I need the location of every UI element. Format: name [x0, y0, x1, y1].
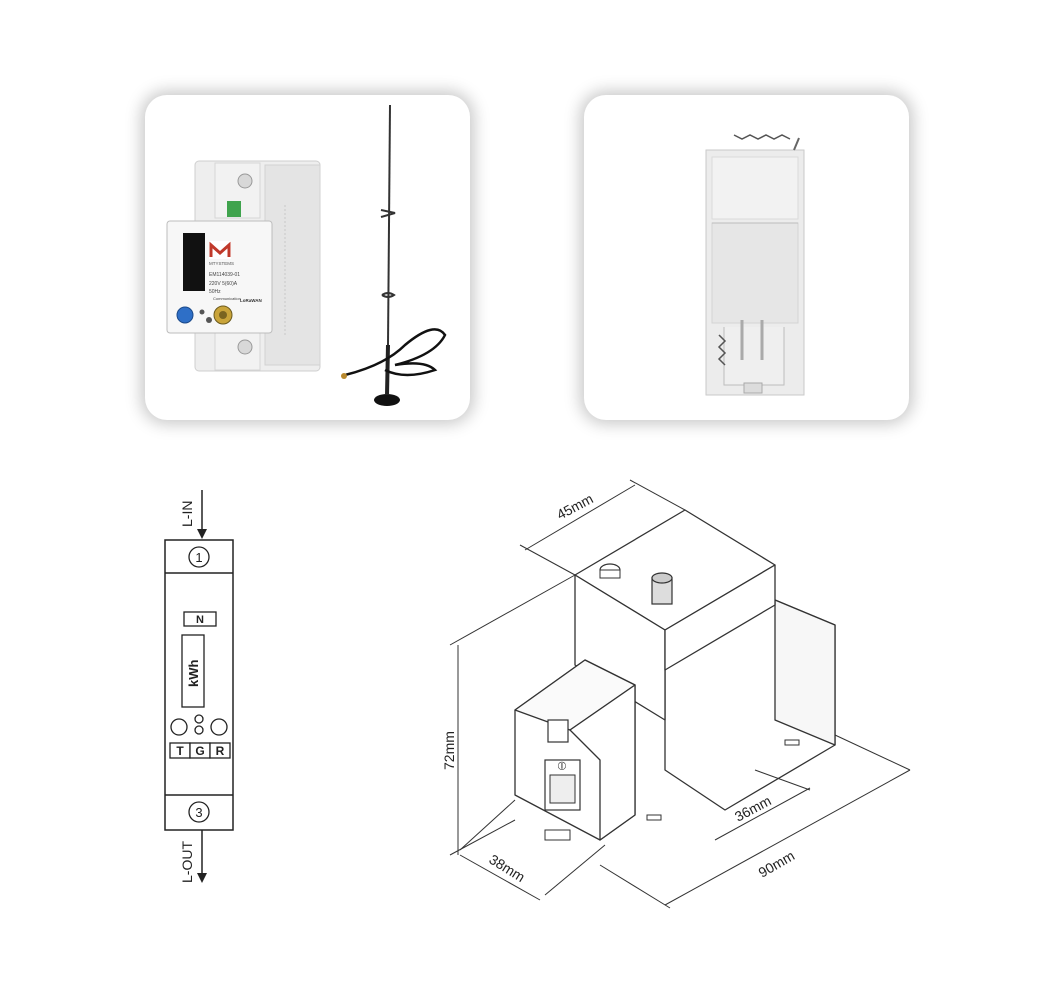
led-top-icon: [194, 714, 204, 724]
dimension-drawing: ⦶ 45mm 72mm 38mm 90mm 36mm: [441, 479, 911, 909]
l-out-label: L-OUT: [179, 841, 195, 883]
width-dimension: 45mm: [554, 490, 596, 522]
communication-text: Communication: [213, 296, 241, 301]
model-text: EM114039-01: [209, 272, 240, 278]
terminal-top-label: 1: [195, 550, 202, 565]
button-r-icon: [210, 718, 228, 736]
brand-text: MTYSTEMS: [209, 261, 234, 266]
button-g-label: G: [195, 744, 204, 758]
height-dimension: 72mm: [441, 731, 457, 770]
front-photo-card: MTYSTEMS EM114039-01 220V 5(60)A 50Hz Co…: [145, 95, 470, 420]
back-photo-card: [584, 95, 909, 420]
kwh-label: kWh: [186, 660, 201, 688]
terminal-bottom-label: 3: [195, 805, 202, 820]
button-t-label: T: [176, 744, 184, 758]
lorawan-text: LoRaWAN: [240, 298, 262, 303]
svg-text:⦶: ⦶: [558, 759, 567, 773]
rating-text: 220V 5(60)A: [209, 281, 238, 287]
button-t-icon: [170, 718, 188, 736]
frequency-text: 50Hz: [209, 289, 221, 295]
neutral-label: N: [196, 614, 204, 626]
meter-front-photo: MTYSTEMS EM114039-01 220V 5(60)A 50Hz Co…: [166, 104, 447, 406]
led-bottom-icon: [194, 725, 204, 735]
button-r-label: R: [216, 744, 225, 758]
wiring-diagram: L-IN 1 N kWh T G R 3 L-OUT: [164, 490, 234, 883]
depth-dimension: 38mm: [486, 851, 527, 885]
display-window: [181, 634, 205, 708]
meter-back-photo: [705, 134, 805, 396]
terminal-3-icon: [188, 801, 210, 823]
length-dimension: 90mm: [756, 847, 798, 880]
l-in-label: L-IN: [179, 501, 195, 527]
terminal-1-icon: [188, 546, 210, 568]
